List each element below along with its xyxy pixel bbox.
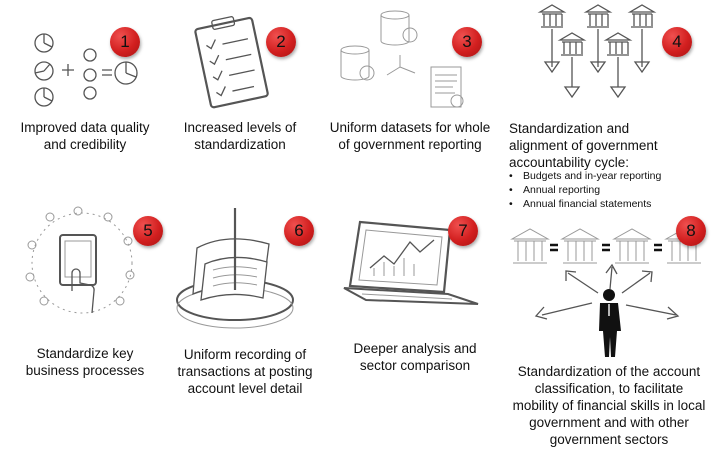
businessman-figure	[599, 289, 621, 357]
government-buildings-arrows-icon	[537, 4, 657, 99]
pie-charts-equation-icon	[34, 33, 138, 107]
document-spike-icon	[176, 208, 294, 329]
tablet-process-cycle-icon	[25, 206, 135, 314]
database-certificate-icon	[340, 10, 464, 108]
badge-5: 5	[133, 216, 163, 246]
list-item: Annual reporting	[509, 183, 719, 197]
businessman-buildings-icon	[510, 228, 704, 357]
list-item: Annual financial statements	[509, 197, 719, 211]
badge-2: 2	[266, 27, 296, 57]
badge-3: 3	[452, 27, 482, 57]
badge-6: 6	[284, 216, 314, 246]
badge-7: 7	[448, 216, 478, 246]
clipboard-checklist-icon	[194, 16, 269, 109]
accountability-cycle-list: Budgets and in-year reporting Annual rep…	[509, 169, 719, 211]
badge-1: 1	[110, 27, 140, 57]
list-item: Budgets and in-year reporting	[509, 169, 719, 183]
badge-8: 8	[676, 216, 706, 246]
badge-4: 4	[662, 27, 692, 57]
laptop-chart-icon	[343, 220, 479, 305]
